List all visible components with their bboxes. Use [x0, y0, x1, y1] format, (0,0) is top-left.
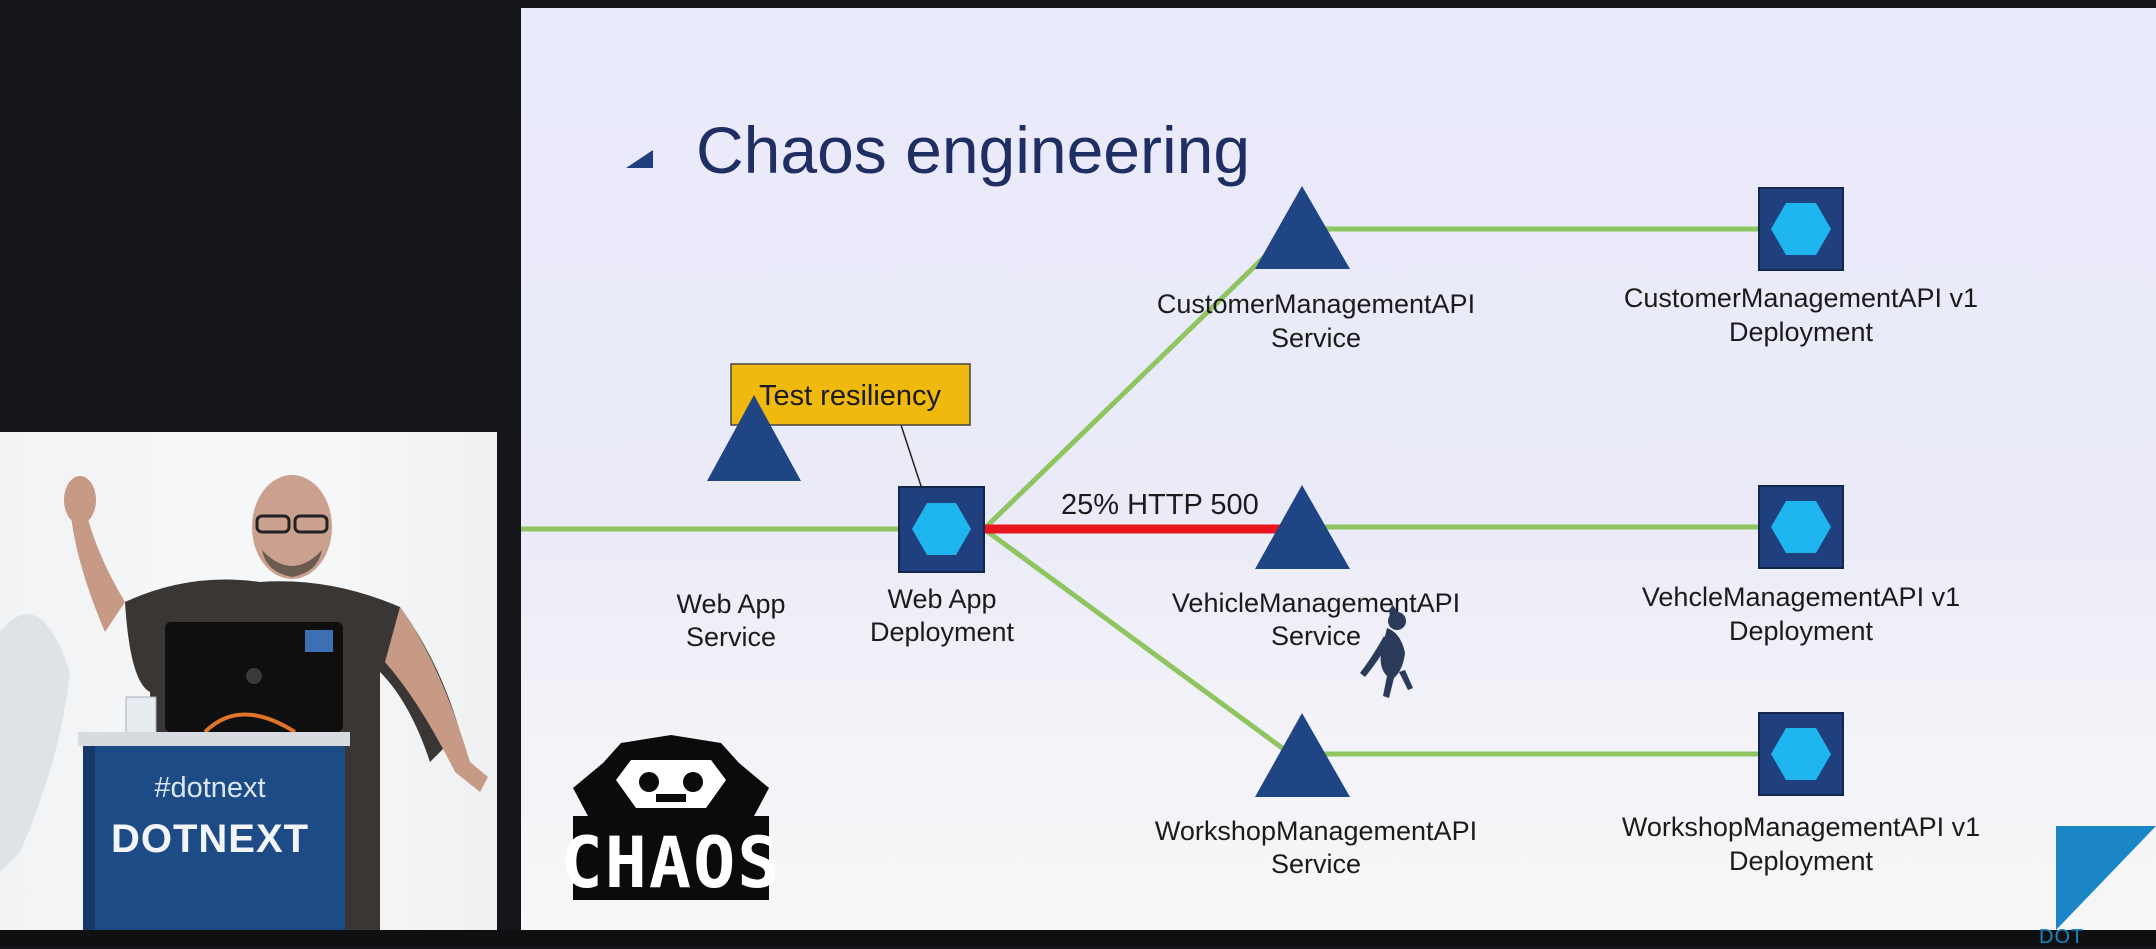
vehicle-deployment-hexagon-icon [1771, 501, 1831, 553]
vehicle-deployment-label-2: Deployment [1729, 616, 1874, 646]
podium-brand: DOTNEXT [111, 817, 309, 861]
laptop-sticker [305, 630, 333, 652]
customer-service-triangle-icon [1255, 186, 1350, 269]
chaos-monkey-icon [1360, 605, 1413, 698]
speaker-video: #dotnext DOTNEXT [0, 432, 497, 930]
speaker-glasses-right [293, 514, 329, 534]
workshop-service-label-2: Service [1271, 849, 1361, 879]
podium [83, 746, 345, 930]
vehicle-service-label-2: Service [1271, 621, 1361, 651]
speaker-arm [70, 507, 125, 632]
podium-hashtag: #dotnext [154, 772, 265, 804]
webapp-deployment-label-1: Web App [887, 584, 996, 614]
customer-deployment-label-2: Deployment [1729, 317, 1874, 347]
podium-top [78, 732, 350, 746]
vehicle-service-label-1: VehicleManagementAPI [1172, 588, 1460, 618]
edge-webapp-customer [982, 231, 1291, 531]
webapp-service-label-2: Service [686, 622, 776, 652]
brand-corner-triangle [2056, 826, 2156, 930]
edge-webapp-workshop [982, 526, 1291, 756]
webapp-service-label-1: Web App [676, 589, 785, 619]
speaker-head [252, 475, 332, 579]
webapp-deployment-hexagon-icon [912, 503, 971, 555]
video-bottom-band [0, 930, 2156, 946]
speaker-glasses-left [255, 514, 291, 534]
title-bullet-icon [626, 150, 653, 168]
slide-title: Chaos engineering [696, 113, 1250, 187]
workshop-service-label-1: WorkshopManagementAPI [1155, 816, 1477, 846]
speaker-beard [262, 550, 322, 577]
webapp-service-triangle-icon [707, 395, 801, 481]
speaker-right-arm [385, 607, 488, 792]
customer-deployment-hexagon-icon [1771, 203, 1831, 255]
workshop-service-triangle-icon [1255, 713, 1350, 797]
workshop-deployment-hexagon-icon [1771, 728, 1831, 780]
cable [203, 712, 297, 734]
workshop-deployment-label-2: Deployment [1729, 846, 1874, 876]
callout-pointer [900, 424, 923, 490]
vehicle-deployment-label-1: VehcleManagementAPI v1 [1642, 582, 1960, 612]
workshop-deployment-label-1: WorkshopManagementAPI v1 [1622, 812, 1980, 842]
architecture-diagram: Chaos engineering 25% HTTP 500 Test resi… [521, 113, 2156, 930]
vehicle-service-triangle-icon [1255, 485, 1350, 569]
fault-label: 25% HTTP 500 [1061, 489, 1259, 521]
webapp-deployment-label-2: Deployment [870, 617, 1015, 647]
wall-shadow [0, 614, 70, 872]
customer-service-label-1: CustomerManagementAPI [1157, 289, 1475, 319]
chaos-logo-text: CHAOS [561, 822, 782, 904]
callout-text: Test resiliency [759, 380, 942, 412]
chaos-monkey-logo: CHAOS [561, 735, 782, 904]
water-glass [125, 696, 157, 738]
speaker-hand [64, 476, 96, 524]
laptop-logo [246, 668, 262, 684]
footer-brand: DOT [2039, 926, 2085, 948]
slide: Chaos engineering 25% HTTP 500 Test resi… [521, 8, 2156, 930]
customer-service-label-2: Service [1271, 323, 1361, 353]
customer-deployment-label-1: CustomerManagementAPI v1 [1624, 283, 1978, 313]
callout-box [730, 363, 971, 426]
